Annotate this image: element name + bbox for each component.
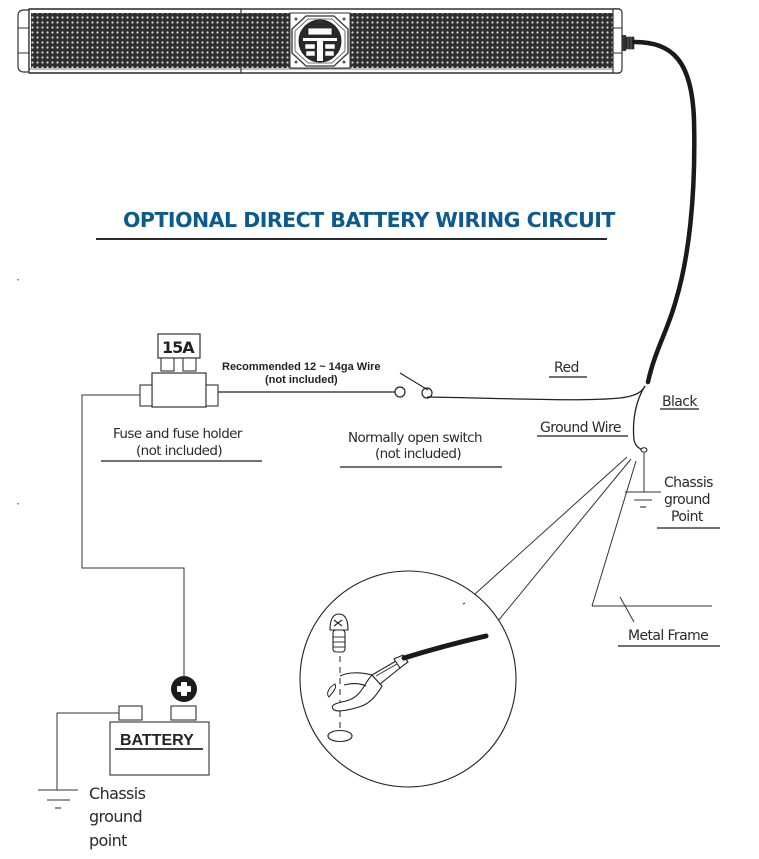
wire-note-line2: (not included) [265, 374, 338, 386]
fuse-holder [139, 333, 219, 408]
chassis-ground-left-icon [38, 789, 78, 809]
red-wire-label: Red [554, 360, 579, 376]
fuse-rating: 15A [162, 338, 195, 357]
normally-open-switch-icon [394, 372, 433, 399]
chassis-ground-right-line1: Chassis [664, 475, 713, 491]
ground-wire-label: Ground Wire [540, 420, 621, 436]
detail-inset [299, 570, 517, 788]
soundbar-speaker-icon [17, 8, 623, 74]
metal-frame-label: Metal Frame [628, 628, 708, 644]
switch-label-line1: Normally open switch [348, 430, 482, 446]
switch-label-line2: (not included) [375, 446, 461, 462]
chassis-ground-right-icon [625, 491, 661, 508]
chassis-ground-left-line2: ground [89, 807, 142, 826]
mounting-hole-icon [327, 729, 353, 743]
wire-note-line1: Recommended 12 ~ 14ga Wire [222, 361, 381, 373]
fork-terminal-icon [327, 633, 489, 712]
plus-icon [171, 676, 197, 702]
diagram-title: OPTIONAL DIRECT BATTERY WIRING CIRCUIT [123, 208, 615, 232]
battery-label: BATTERY [120, 732, 194, 749]
fuse-label-line1: Fuse and fuse holder [113, 426, 243, 442]
chassis-ground-right-line3: Point [671, 509, 704, 525]
chassis-ground-left-line1: Chassis [89, 784, 146, 803]
battery-icon [109, 705, 210, 776]
power-cable-icon [622, 35, 697, 385]
chassis-ground-left-line3: point [89, 831, 127, 850]
screw-icon [329, 613, 349, 653]
control-panel-icon [289, 12, 351, 69]
fuse-label-line2: (not included) [136, 443, 222, 459]
chassis-ground-right-line2: ground [664, 492, 710, 508]
black-wire-label: Black [662, 394, 698, 410]
